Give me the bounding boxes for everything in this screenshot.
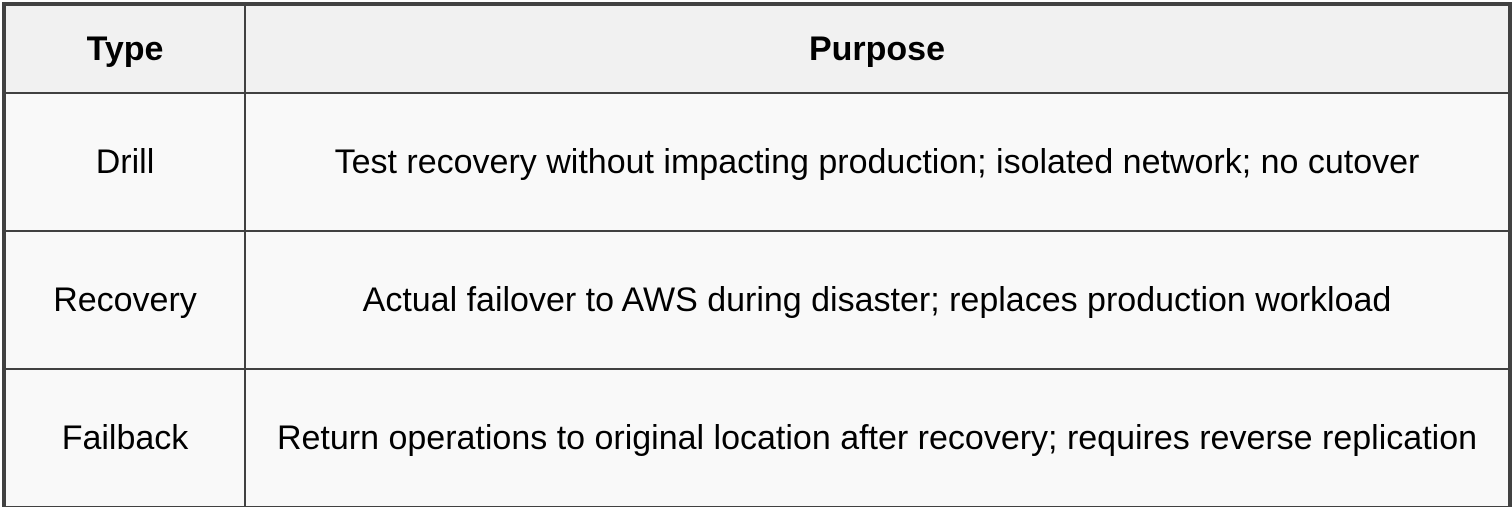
column-header-purpose: Purpose — [244, 3, 1511, 94]
column-header-type: Type — [3, 3, 246, 94]
header-row: Type Purpose — [3, 3, 1511, 94]
type-cell: Drill — [3, 92, 246, 232]
table-row: Drill Test recovery without impacting pr… — [3, 92, 1511, 232]
purpose-cell: Test recovery without impacting producti… — [244, 92, 1511, 232]
type-cell: Recovery — [3, 230, 246, 370]
purpose-cell: Return operations to original location a… — [244, 368, 1511, 507]
type-cell: Failback — [3, 368, 246, 507]
table-row: Failback Return operations to original l… — [3, 368, 1511, 507]
table-row: Recovery Actual failover to AWS during d… — [3, 230, 1511, 370]
purpose-cell: Actual failover to AWS during disaster; … — [244, 230, 1511, 370]
